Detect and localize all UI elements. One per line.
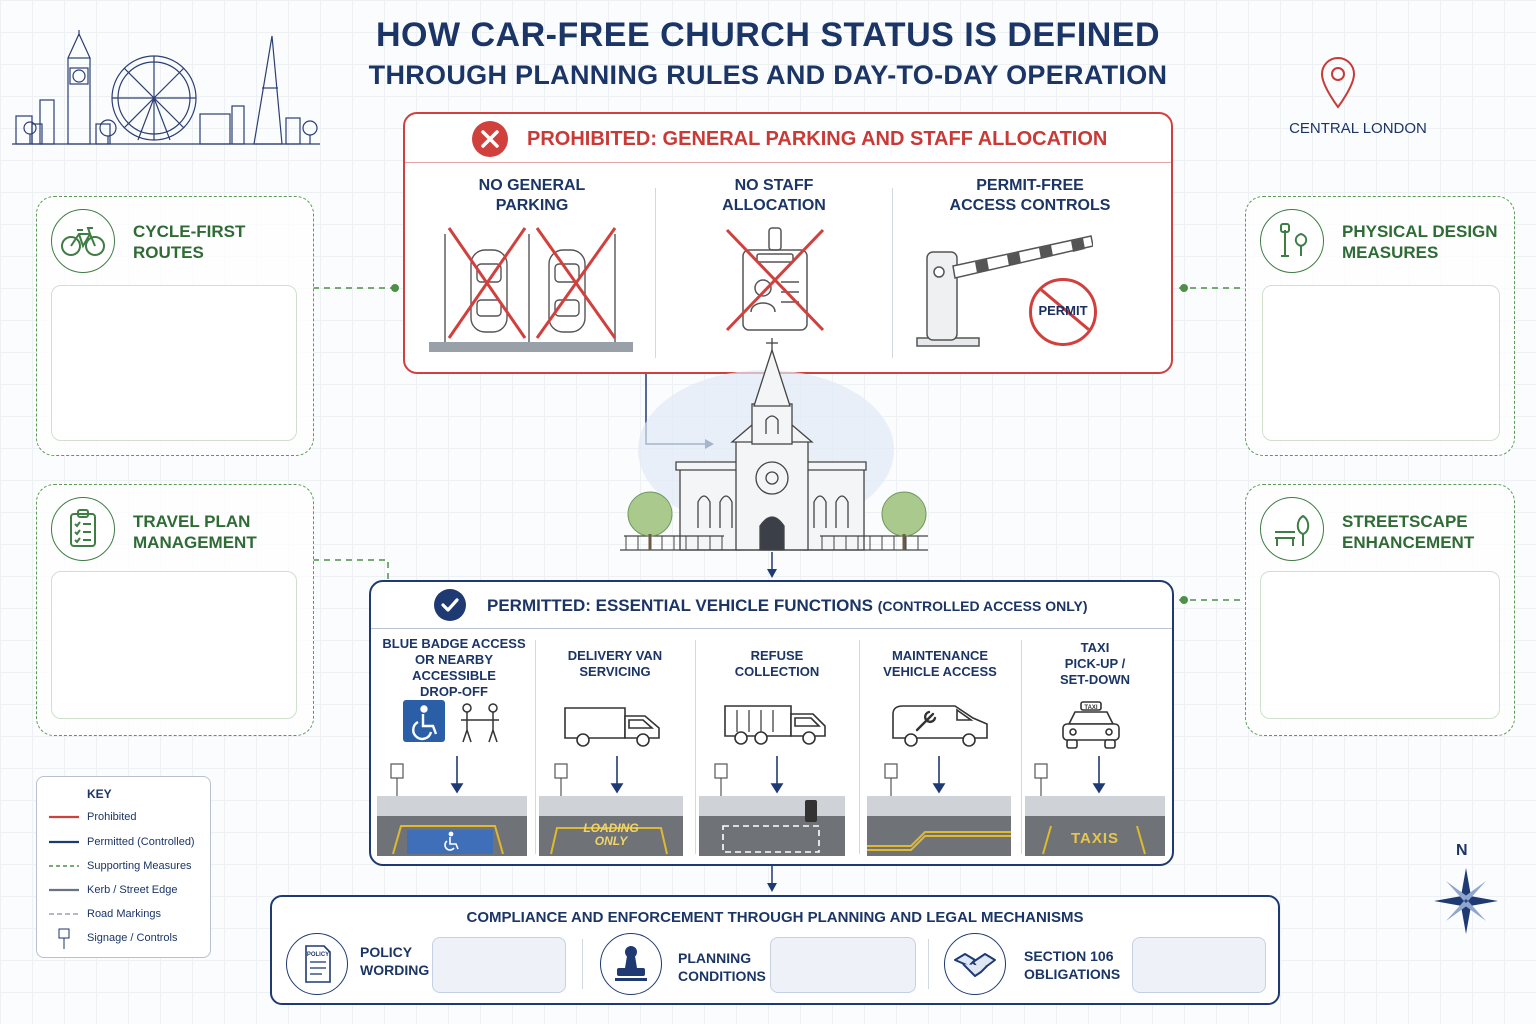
policy-wording-slot bbox=[432, 937, 566, 993]
key-signage: Signage / Controls bbox=[87, 932, 178, 944]
policy-document-icon: POLICY bbox=[286, 933, 348, 995]
key-title: KEY bbox=[87, 787, 112, 801]
page-title: HOW CAR-FREE CHURCH STATUS IS DEFINED bbox=[375, 16, 1161, 54]
delivery-van-label: DELIVERY VAN SERVICING bbox=[567, 648, 663, 679]
compliance-panel: COMPLIANCE AND ENFORCEMENT THROUGH PLANN… bbox=[270, 895, 1280, 1005]
streetscape-enhancement-content bbox=[1260, 571, 1500, 719]
cycle-first-routes-box: CYCLE-FIRST ROUTES bbox=[36, 196, 314, 456]
prohibited-header: PROHIBITED: GENERAL PARKING AND STAFF AL… bbox=[405, 114, 1171, 163]
prohibited-heading: PROHIBITED: GENERAL PARKING AND STAFF AL… bbox=[527, 128, 1108, 150]
permitted-panel: PERMITTED: ESSENTIAL VEHICLE FUNCTIONS (… bbox=[369, 580, 1174, 866]
stamp-icon bbox=[600, 933, 662, 995]
london-skyline-icon bbox=[12, 30, 320, 145]
maintenance-van-icon bbox=[892, 705, 988, 747]
cycle-first-routes-content bbox=[51, 285, 297, 441]
delivery-van-icon bbox=[564, 707, 660, 747]
staff-id-badge-crossed-icon bbox=[725, 227, 825, 332]
key-kerb: Kerb / Street Edge bbox=[87, 884, 178, 896]
bench-tree-icon bbox=[1260, 497, 1324, 561]
street-markings bbox=[377, 796, 1165, 856]
travel-plan-management-box: TRAVEL PLAN MANAGEMENT bbox=[36, 484, 314, 736]
planning-conditions-label: PLANNING CONDITIONS bbox=[678, 950, 766, 984]
section-106-slot bbox=[1132, 937, 1266, 993]
refuse-truck-icon bbox=[724, 705, 826, 745]
permit-prohibited-badge: PERMIT bbox=[1029, 278, 1097, 346]
compliance-heading: COMPLIANCE AND ENFORCEMENT THROUGH PLANN… bbox=[466, 909, 1084, 926]
location-label: CENTRAL LONDON bbox=[1289, 120, 1427, 137]
street-lamp-tree-icon bbox=[1260, 209, 1324, 273]
section-106-label: SECTION 106 OBLIGATIONS bbox=[1024, 948, 1121, 982]
streetscape-enhancement-box: STREETSCAPE ENHANCEMENT bbox=[1245, 484, 1515, 736]
handshake-icon bbox=[944, 933, 1006, 995]
prohibited-x-icon bbox=[472, 121, 508, 157]
svg-text:POLICY: POLICY bbox=[307, 952, 329, 958]
key-swatches bbox=[49, 815, 79, 949]
legend-key: KEY Prohibited Permitted (Controlled) Su… bbox=[36, 776, 211, 958]
cycle-first-routes-title: CYCLE-FIRST ROUTES bbox=[133, 222, 246, 262]
maintenance-vehicle-label: MAINTENANCE VEHICLE ACCESS bbox=[883, 648, 997, 679]
vehicle-arrows bbox=[390, 756, 1106, 802]
physical-design-measures-content bbox=[1262, 285, 1500, 441]
blue-badge-access-label: BLUE BADGE ACCESS OR NEARBY ACCESSIBLE D… bbox=[382, 636, 526, 699]
key-permitted: Permitted (Controlled) bbox=[87, 836, 195, 848]
barrier-gate-icon bbox=[916, 235, 1093, 347]
church-illustration bbox=[620, 338, 928, 551]
refuse-collection-label: REFUSE COLLECTION bbox=[734, 648, 820, 679]
north-label: N bbox=[1456, 842, 1468, 859]
page-subtitle: THROUGH PLANNING RULES AND DAY-TO-DAY OP… bbox=[368, 60, 1168, 90]
key-supporting: Supporting Measures bbox=[87, 860, 192, 872]
streetscape-enhancement-title: STREETSCAPE ENHANCEMENT bbox=[1342, 512, 1475, 552]
permit-free-access-label: PERMIT-FREE ACCESS CONTROLS bbox=[949, 177, 1111, 214]
travel-plan-management-title: TRAVEL PLAN MANAGEMENT bbox=[133, 512, 257, 552]
compass-rose-icon bbox=[1434, 868, 1498, 934]
map-pin-icon bbox=[1320, 57, 1356, 109]
planning-conditions-slot bbox=[770, 937, 916, 993]
check-icon bbox=[434, 589, 466, 621]
physical-design-measures-title: PHYSICAL DESIGN MEASURES bbox=[1342, 222, 1498, 262]
bicycle-icon bbox=[51, 209, 115, 273]
permitted-heading: PERMITTED: ESSENTIAL VEHICLE FUNCTIONS (… bbox=[487, 596, 1088, 615]
no-staff-allocation-label: NO STAFF ALLOCATION bbox=[722, 177, 826, 214]
loading-only-marking: LOADING ONLY bbox=[583, 821, 639, 848]
taxi-icon: TAXI bbox=[1062, 701, 1120, 749]
physical-design-measures-box: PHYSICAL DESIGN MEASURES bbox=[1245, 196, 1515, 456]
no-general-parking-label: NO GENERAL PARKING bbox=[478, 177, 586, 214]
taxis-marking: TAXIS bbox=[1070, 830, 1120, 847]
policy-wording-label: POLICY WORDING bbox=[360, 944, 430, 978]
prohibited-panel: PROHIBITED: GENERAL PARKING AND STAFF AL… bbox=[403, 112, 1173, 374]
parking-bays-crossed-icon bbox=[429, 227, 633, 352]
clipboard-checklist-icon bbox=[51, 497, 115, 561]
svg-text:TAXI: TAXI bbox=[1084, 705, 1098, 711]
travel-plan-management-content bbox=[51, 571, 297, 719]
permitted-header: PERMITTED: ESSENTIAL VEHICLE FUNCTIONS (… bbox=[371, 582, 1172, 629]
wheelchair-icon bbox=[403, 700, 499, 743]
key-road-markings: Road Markings bbox=[87, 908, 161, 920]
taxi-pickup-label: TAXI PICK-UP / SET-DOWN bbox=[1059, 640, 1131, 687]
key-prohibited: Prohibited bbox=[87, 811, 137, 823]
